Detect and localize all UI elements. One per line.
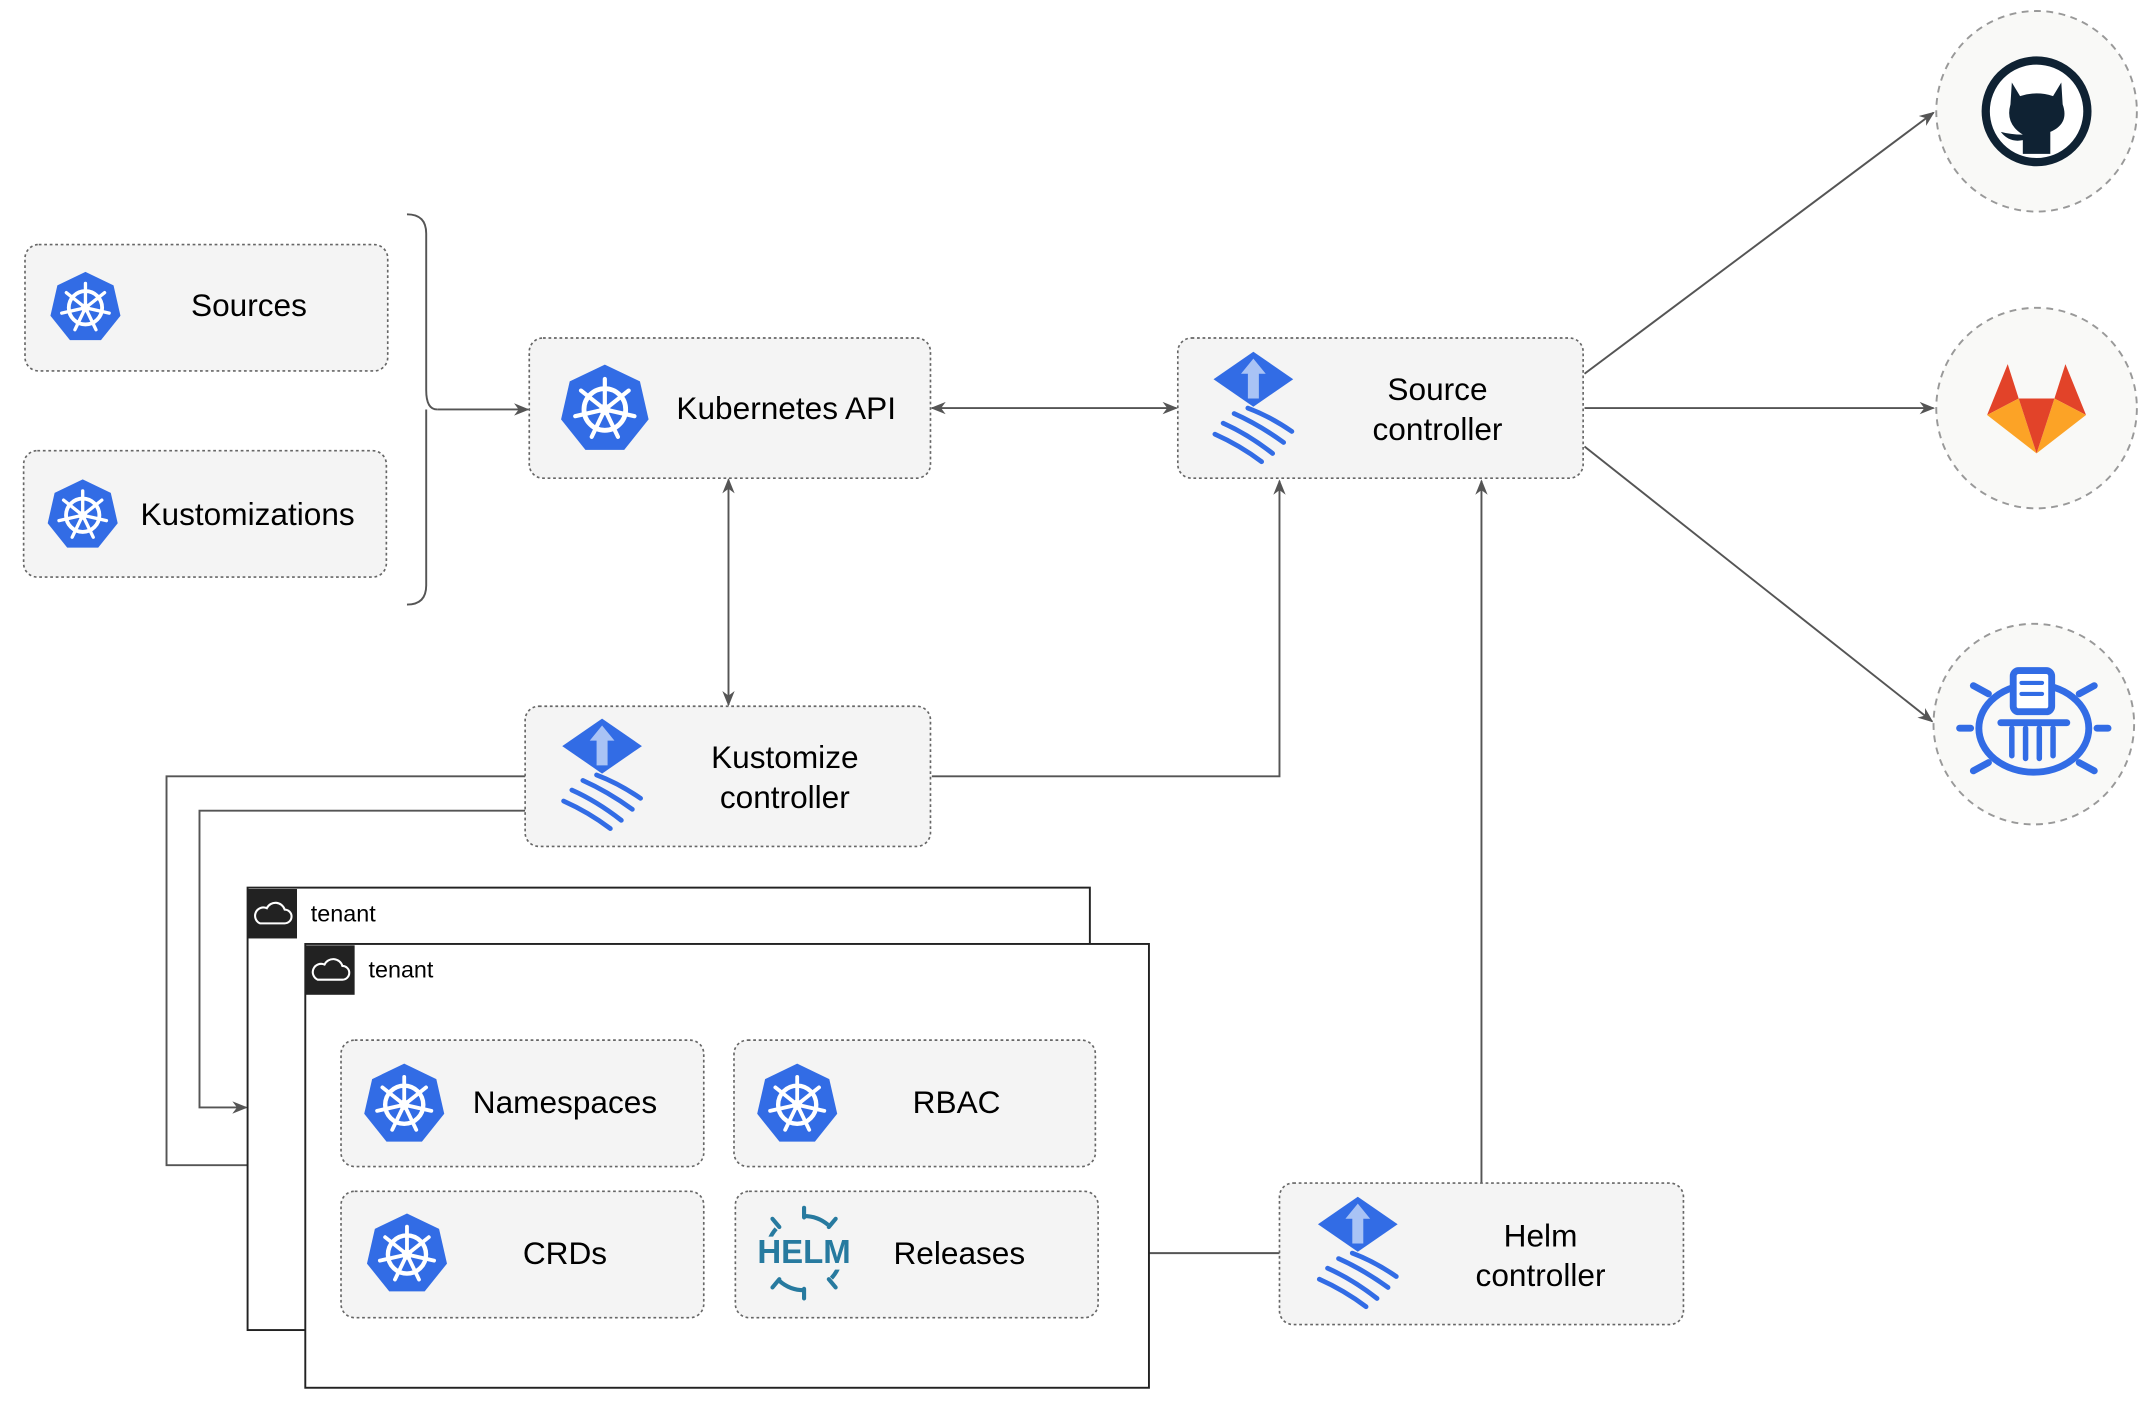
node-label-line1: Helm [1504, 1217, 1578, 1253]
node-label: CRDs [523, 1235, 607, 1271]
node-crds[interactable]: CRDs [340, 1190, 705, 1319]
node-sources[interactable]: Sources [24, 243, 389, 372]
gitlab-icon [1987, 364, 2087, 454]
node-label: RBAC [913, 1084, 1001, 1120]
source-gitlab[interactable] [1935, 306, 2138, 510]
node-label-line2: controller [1373, 411, 1503, 447]
node-rbac[interactable]: RBAC [733, 1039, 1097, 1168]
node-label: Sources [191, 287, 307, 323]
github-icon [1981, 56, 2092, 167]
edge-source-to-bucket[interactable] [1583, 445, 1934, 723]
node-label-line1: Kustomize [711, 739, 858, 775]
edge-source-to-github[interactable] [1583, 111, 1935, 375]
node-label-line2: controller [1476, 1257, 1606, 1293]
node-releases[interactable]: HELM Releases [734, 1190, 1099, 1319]
cloud-icon [247, 887, 298, 940]
node-label: Kubernetes API [676, 390, 896, 426]
bucket-icon [1956, 667, 2112, 776]
tenant-label: tenant [311, 900, 376, 926]
node-source-controller[interactable]: Source controller [1176, 337, 1584, 479]
cloud-icon [305, 944, 355, 996]
node-label: Releases [893, 1235, 1025, 1271]
edge-kustomize-to-source[interactable] [931, 479, 1286, 778]
edge-kustomize-to-tenant-front[interactable] [165, 775, 526, 1172]
source-bucket[interactable] [1932, 622, 2136, 826]
helm-icon: HELM [757, 1205, 851, 1301]
node-label-line2: controller [720, 779, 850, 815]
node-kustomizations[interactable]: Kustomizations [22, 449, 388, 578]
tenant-label: tenant [369, 957, 434, 983]
edge-kustomize-to-tenant-back[interactable] [198, 809, 526, 1114]
node-kustomize-controller[interactable]: Kustomize controller [524, 705, 932, 848]
grouping-brace [406, 213, 438, 606]
node-label: Kustomizations [140, 496, 354, 532]
node-label: Namespaces [473, 1084, 657, 1120]
node-label-line1: Source [1387, 371, 1487, 407]
node-kubernetes-api[interactable]: Kubernetes API [528, 337, 932, 479]
svg-text:HELM: HELM [757, 1233, 850, 1270]
source-github[interactable] [1935, 10, 2138, 213]
node-helm-controller[interactable]: Helm controller [1278, 1182, 1685, 1326]
node-namespaces[interactable]: Namespaces [340, 1039, 705, 1168]
